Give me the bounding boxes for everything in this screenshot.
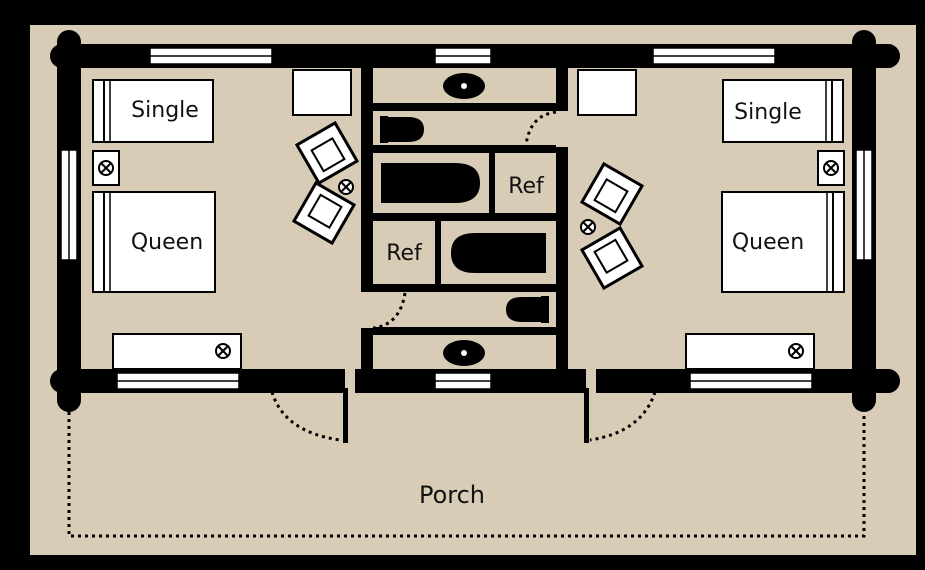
- bath-wall-2: [373, 145, 556, 153]
- ref-divider-upper: [489, 153, 495, 213]
- bathrooms: Ref Ref: [373, 73, 556, 366]
- bath-wall-1: [361, 103, 556, 111]
- door-left[interactable]: [343, 388, 348, 443]
- toilet-icon: [506, 296, 549, 323]
- ref-upper-label: Ref: [508, 174, 545, 199]
- ref-lower-box: [373, 221, 435, 284]
- nightstand-right: [817, 150, 845, 186]
- bath-wall-5: [361, 327, 556, 335]
- queen-bed-right: Queen: [721, 191, 845, 293]
- dresser-right: [685, 333, 815, 370]
- porch-outline: [67, 412, 866, 538]
- single-bed-left: Single: [92, 79, 214, 143]
- queen-bed-left: Queen: [92, 191, 216, 293]
- sink-icon: [443, 340, 485, 366]
- single-bed-right-label: Single: [734, 100, 802, 125]
- door-openings: [345, 111, 596, 393]
- ref-divider-lower: [435, 221, 441, 284]
- bath-wall-3: [373, 213, 556, 221]
- bathtub-icon: [381, 163, 480, 203]
- chair-icon: [291, 180, 357, 246]
- side-table-lamp-icon: [580, 219, 596, 235]
- cabinet-left: [292, 69, 352, 116]
- windows: [60, 47, 873, 390]
- bath-wall-4: [373, 284, 556, 292]
- door-swing-icon: [270, 110, 657, 442]
- side-table-lamp-icon: [338, 179, 354, 195]
- left-room: Single Queen: [92, 69, 360, 370]
- right-room: Single Queen: [577, 69, 845, 370]
- single-bed-right: Single: [722, 79, 844, 143]
- door-right[interactable]: [584, 388, 589, 443]
- ref-upper-box: [495, 153, 556, 213]
- nightstand-left: [92, 150, 120, 186]
- center-right-wall: [556, 60, 568, 378]
- cabinet-right: [577, 69, 637, 116]
- porch-label: Porch: [419, 481, 485, 509]
- toilet-icon: [380, 116, 424, 143]
- chair-icon: [579, 225, 645, 291]
- ref-lower-label: Ref: [386, 241, 423, 266]
- chair-icon: [294, 120, 360, 186]
- porch: Porch: [67, 412, 866, 538]
- single-bed-left-label: Single: [131, 98, 199, 123]
- chair-icon: [579, 161, 645, 227]
- dresser-left: [112, 333, 242, 370]
- sink-icon: [443, 73, 485, 99]
- bathtub-icon: [451, 233, 546, 273]
- queen-bed-left-label: Queen: [131, 230, 203, 255]
- queen-bed-right-label: Queen: [732, 230, 804, 255]
